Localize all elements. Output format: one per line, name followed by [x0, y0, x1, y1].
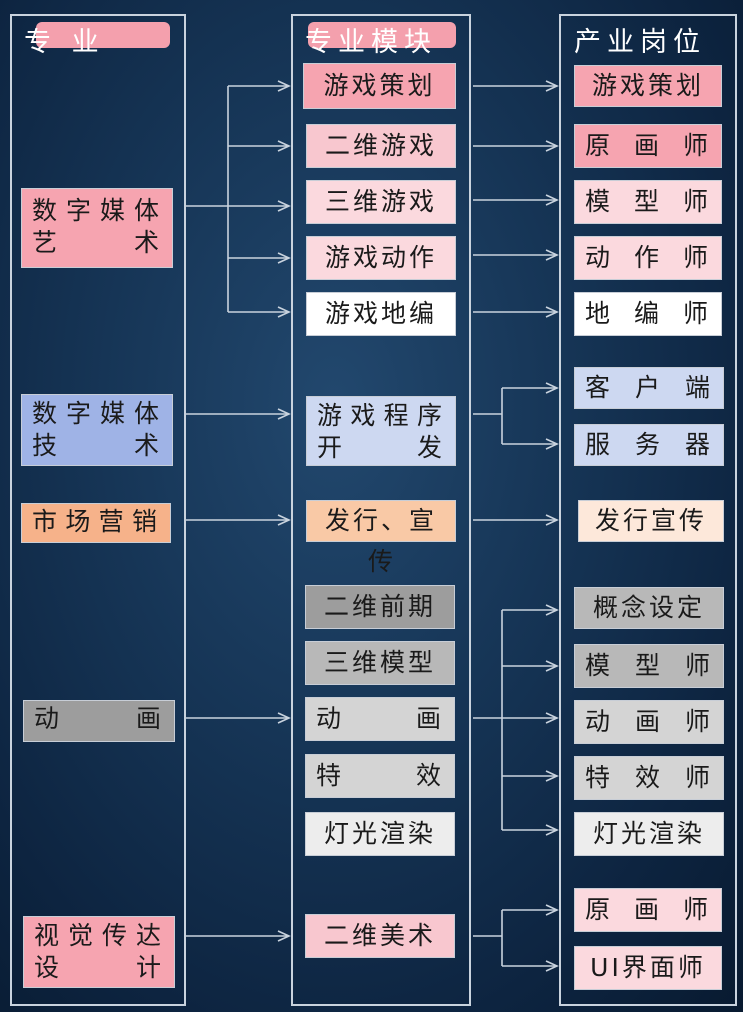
module-2d-game-art: 二维游戏: [306, 124, 456, 168]
major-animation: 动 画: [23, 700, 175, 742]
major-digital-media-art: 数字媒体艺 术: [21, 188, 173, 268]
job-concept-artist: 原 画 师: [574, 124, 722, 168]
major-column: [10, 14, 186, 1006]
module-header-highlight: [308, 22, 456, 48]
job-vfx-artist: 特 效 师: [574, 756, 724, 800]
job-lighting: 灯光渲染: [574, 812, 724, 856]
module-publish-promo: 发行、宣: [306, 500, 456, 542]
job-game-planning: 游戏策划: [574, 65, 722, 107]
module-3d-modeling: 三维模型: [305, 641, 455, 685]
module-game-planning: 游戏策划: [303, 63, 456, 109]
module-2d-art: 二维美术: [305, 914, 455, 958]
module-publish-promo-overflow: 传: [368, 547, 397, 576]
major-header: 专 业: [24, 27, 105, 58]
module-game-level: 游戏地编: [306, 292, 456, 336]
job-animator: 动 作 师: [574, 236, 722, 280]
job-ui-designer: UI界面师: [574, 946, 722, 990]
module-header: 专业模块: [305, 27, 437, 58]
job-level-designer: 地 编 师: [574, 292, 722, 336]
job-column: [559, 14, 737, 1006]
job-server: 服 务 器: [574, 424, 724, 466]
module-game-motion: 游戏动作: [306, 236, 456, 280]
job-modeler-2: 模 型 师: [574, 644, 724, 688]
job-modeler: 模 型 师: [574, 180, 722, 224]
module-3d-game-art: 三维游戏: [306, 180, 456, 224]
module-column: [291, 14, 471, 1006]
job-concept-design: 概念设定: [574, 587, 724, 629]
job-concept-artist-2: 原 画 师: [574, 888, 722, 932]
module-2d-preproduction: 二维前期: [305, 585, 455, 629]
major-header-highlight: [36, 22, 170, 48]
job-header: 产业岗位: [574, 27, 706, 58]
major-marketing: 市场营销: [21, 503, 171, 543]
module-game-program: 游戏程序开 发: [306, 396, 456, 466]
job-animator-2: 动 画 师: [574, 700, 724, 744]
major-visual-design: 视觉传达设 计: [23, 916, 175, 988]
module-animation: 动 画: [305, 697, 455, 741]
job-client: 客 户 端: [574, 367, 724, 409]
job-publishing: 发行宣传: [578, 500, 724, 542]
module-vfx: 特 效: [305, 754, 455, 798]
module-lighting-render: 灯光渲染: [305, 812, 455, 856]
major-digital-media-tech: 数字媒体技 术: [21, 394, 173, 466]
